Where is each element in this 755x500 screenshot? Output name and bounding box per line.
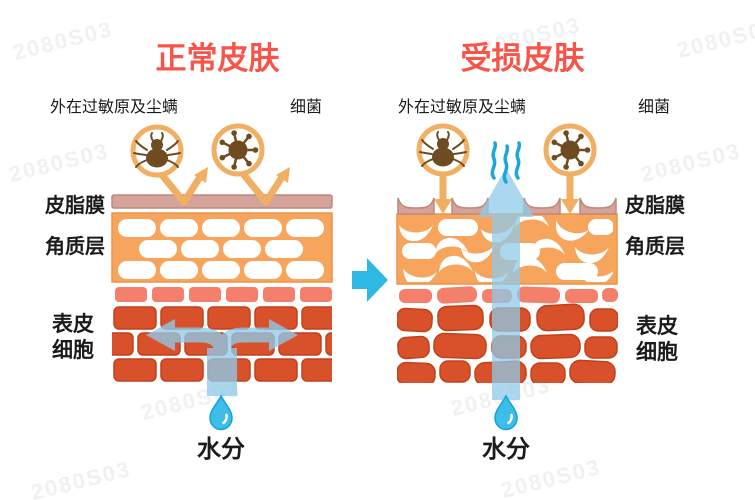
penetration-arrow-mite-icon bbox=[434, 172, 452, 214]
normal-skin-diagram bbox=[111, 126, 333, 431]
normal-skin-title: 正常皮肤 bbox=[155, 41, 280, 76]
sebum-film-layer bbox=[111, 194, 333, 209]
dust-mite-icon bbox=[419, 126, 467, 174]
epidermis-label-normal: 表皮细胞 bbox=[52, 313, 94, 363]
moisture-label-normal: 水分 bbox=[197, 436, 245, 463]
dust-mite-icon bbox=[133, 127, 181, 175]
stratum-corneum-layer bbox=[111, 212, 333, 283]
corneum-label-normal: 角质层 bbox=[45, 236, 105, 258]
bacteria-label-normal: 细菌 bbox=[290, 99, 323, 116]
moisture-spread-arrow-icon bbox=[146, 319, 298, 396]
bacteria-icon bbox=[214, 126, 262, 174]
allergen-label-normal: 外在过敏原及尘螨 bbox=[50, 99, 179, 116]
sebum-label-damaged: 皮脂膜 bbox=[625, 195, 685, 217]
water-droplet-icon bbox=[208, 394, 234, 431]
water-droplet-icon bbox=[493, 394, 519, 431]
corneum-cells-damaged bbox=[399, 216, 613, 282]
deflect-arrow-mite-icon bbox=[158, 167, 208, 206]
sebum-label-normal: 皮脂膜 bbox=[45, 195, 105, 217]
bacteria-icon bbox=[546, 126, 594, 174]
corneum-cells bbox=[118, 219, 324, 279]
evaporation-steam-icon bbox=[490, 141, 522, 184]
comparison-arrow-icon bbox=[352, 258, 388, 302]
water-loss-arrow-icon bbox=[478, 168, 534, 400]
damaged-skin-diagram bbox=[396, 126, 618, 431]
epidermis-label-damaged: 表皮细胞 bbox=[636, 315, 678, 365]
damaged-skin-title: 受损皮肤 bbox=[460, 41, 585, 76]
corneum-label-damaged: 角质层 bbox=[625, 236, 685, 258]
penetration-arrow-bacteria-icon bbox=[561, 172, 579, 214]
moisture-label-damaged: 水分 bbox=[482, 436, 530, 463]
deflect-arrow-bacteria-icon bbox=[240, 167, 290, 206]
bacteria-label-damaged: 细菌 bbox=[638, 99, 671, 116]
allergen-label-damaged: 外在过敏原及尘螨 bbox=[398, 99, 527, 116]
